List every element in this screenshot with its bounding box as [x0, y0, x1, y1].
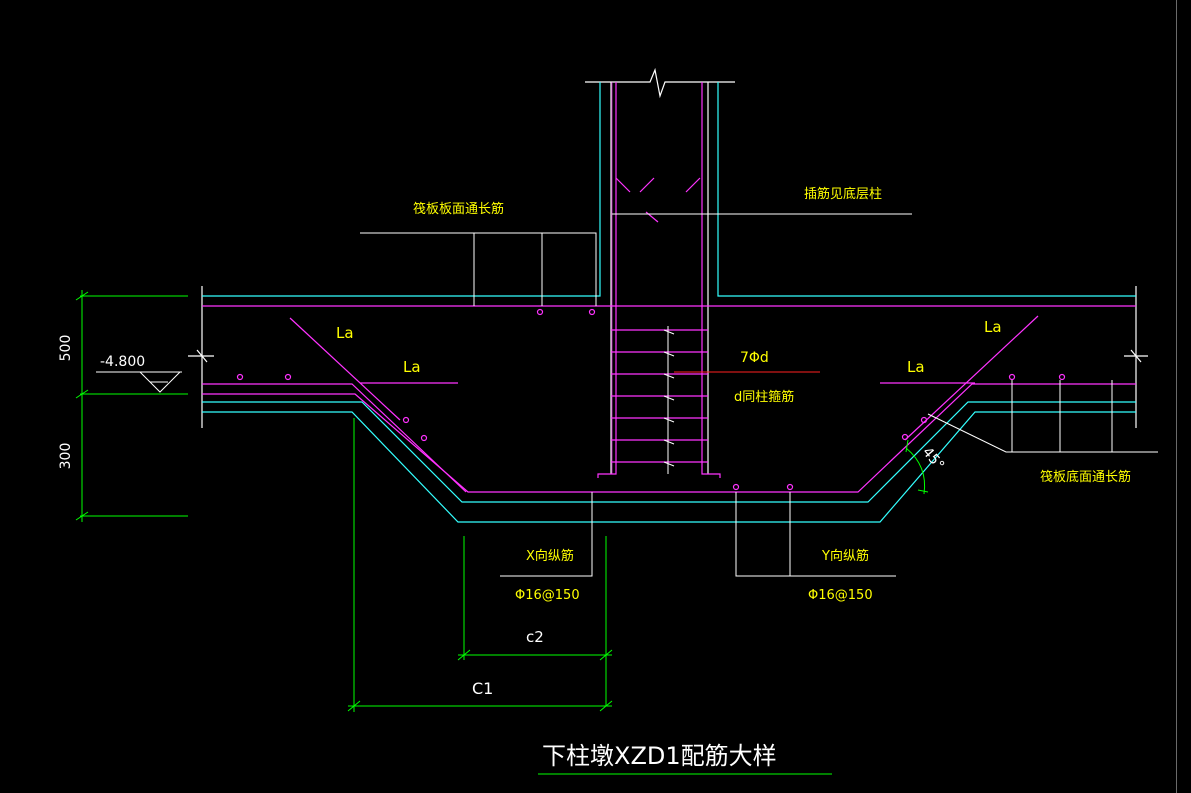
label-x-rebar-spec: Φ16@150 [515, 588, 580, 603]
label-dim-300: 300 [58, 443, 74, 470]
label-dim-c2: c2 [526, 628, 544, 646]
concrete-outline [188, 67, 1148, 474]
label-la-right-lower: La [907, 358, 925, 376]
cyan-rebar-lines [202, 82, 1136, 523]
label-raft-bottom-rebar: 筏板底面通长筋 [1040, 469, 1131, 485]
label-stirrup-count: 7Φd [740, 350, 769, 366]
label-la-right-upper: La [984, 318, 1002, 336]
vertical-scrollbar[interactable] [1176, 0, 1191, 793]
label-raft-top-rebar: 筏板板面通长筋 [413, 201, 504, 217]
label-la-left-lower: La [403, 358, 421, 376]
dimension-lines [75, 290, 929, 775]
text-labels: 筏板板面通长筋 插筋见底层柱 La La La La 7Φd d同柱箍筋 筏板底… [58, 186, 1131, 770]
magenta-rebar-lines [202, 82, 1136, 493]
label-la-left-upper: La [336, 324, 354, 342]
label-y-rebar: Y向纵筋 [821, 548, 869, 564]
label-x-rebar: X向纵筋 [526, 548, 574, 564]
label-dowel-note: 插筋见底层柱 [804, 186, 882, 202]
label-dim-500: 500 [58, 335, 74, 362]
leader-lines [96, 213, 1158, 577]
label-elevation: -4.800 [100, 354, 145, 370]
drawing-title: 下柱墩XZD1配筋大样 [542, 742, 777, 770]
label-dim-c1: C1 [472, 679, 493, 698]
label-y-rebar-spec: Φ16@150 [808, 588, 873, 603]
label-stirrup-note: d同柱箍筋 [734, 389, 794, 405]
